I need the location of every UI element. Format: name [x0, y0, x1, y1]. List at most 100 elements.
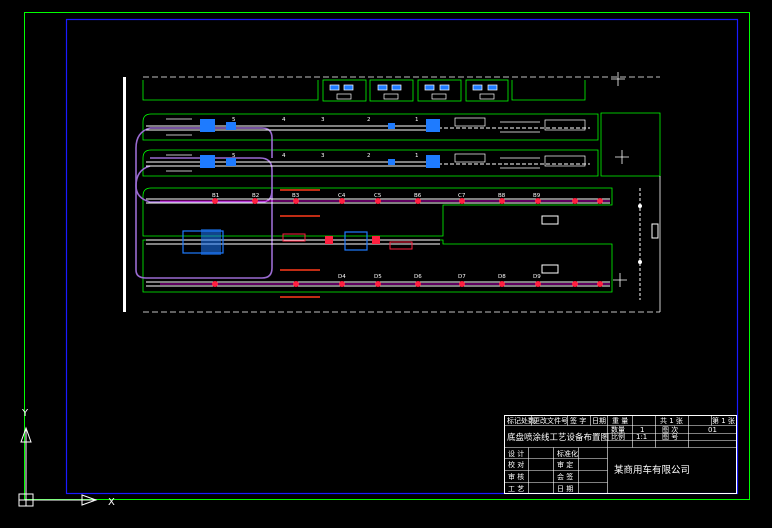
tb-scale-value: 1:1 [636, 433, 647, 441]
station-marker-lower-0 [212, 281, 218, 287]
line2-labels: 5 4 3 2 1 [232, 153, 419, 159]
left-rail [123, 77, 126, 312]
drawing-title: 底盘喷涂线工艺设备布置图 [507, 432, 609, 443]
tb-header-weight: 重 量 [612, 417, 628, 425]
station-marker-upper-10 [597, 198, 603, 204]
title-block: 标记处数 更改文件号 签 字 日期 重 量 共 1 张 第 1 张 底盘喷涂线工… [504, 415, 737, 494]
line1-labels: 5 4 3 2 1 [232, 117, 419, 123]
tb-header-sheet: 第 1 张 [712, 416, 735, 425]
company-name: 某商用车有限公司 [614, 464, 690, 476]
tb-header-sign: 签 字 [570, 416, 586, 425]
station-marker-lower-2 [339, 281, 345, 287]
top-room-2 [369, 79, 414, 102]
tb-role-countersign: 会 签 [557, 472, 573, 481]
line-devices [200, 119, 440, 168]
svg-text:4: 4 [282, 117, 286, 123]
station-area-lower [142, 239, 613, 293]
svg-text:3: 3 [321, 153, 325, 159]
station-marker-upper-5 [415, 198, 421, 204]
svg-text:3: 3 [321, 117, 325, 123]
station-marker-lower-9 [597, 281, 603, 287]
svg-text:1: 1 [415, 153, 419, 159]
inner-border [65, 18, 739, 495]
right-room [600, 112, 661, 177]
station-marker-lower-6 [499, 281, 505, 287]
tb-sheet-label: 图 次 [662, 425, 678, 434]
tb-role-process: 工 艺 [508, 485, 524, 493]
station-equipment [160, 189, 610, 298]
ucs-y-label: Y [21, 408, 29, 419]
station-marker-lower-7 [535, 281, 541, 287]
right-side-track [638, 188, 659, 300]
svg-text:D4: D4 [338, 274, 346, 280]
ucs-x-label: X [108, 497, 115, 508]
station-marker-upper-4 [375, 198, 381, 204]
station-marker-lower-3 [375, 281, 381, 287]
cross-markers [611, 72, 629, 287]
svg-text:C7: C7 [458, 193, 466, 199]
svg-text:B9: B9 [533, 193, 541, 199]
svg-text:D9: D9 [533, 274, 541, 280]
station-marker-upper-7 [499, 198, 505, 204]
top-right-room [511, 80, 586, 101]
line1-enclosure [142, 113, 599, 141]
tb-role-check: 校 对 [508, 460, 524, 469]
tb-role-std: 标准化 [557, 449, 578, 458]
svg-text:B6: B6 [414, 193, 422, 199]
station-marker-upper-0 [212, 198, 218, 204]
svg-text:B1: B1 [212, 193, 219, 199]
svg-text:B3: B3 [292, 193, 300, 199]
station-marker-lower-8 [572, 281, 578, 287]
top-room-4 [465, 79, 509, 102]
outer-border [24, 12, 750, 500]
svg-text:1: 1 [415, 117, 419, 123]
station-marker-lower-5 [459, 281, 465, 287]
svg-text:D7: D7 [458, 274, 466, 280]
svg-text:4: 4 [282, 153, 286, 159]
svg-text:C4: C4 [338, 193, 346, 199]
tb-role-review: 审 核 [508, 472, 524, 481]
svg-text:D8: D8 [498, 274, 506, 280]
station-labels-upper: B1 B2 B3 C4 C5 B6 C7 B8 B9 [212, 193, 541, 199]
top-room-3 [417, 79, 462, 102]
svg-text:D5: D5 [374, 274, 382, 280]
tb-header-marks: 标记处数 [507, 416, 535, 425]
svg-text:C5: C5 [374, 193, 382, 199]
svg-text:2: 2 [367, 153, 371, 159]
layout-plan [123, 72, 661, 313]
tb-qty-label: 数量 [611, 425, 625, 434]
tb-qty-value: 1 [640, 426, 644, 434]
svg-text:B2: B2 [252, 193, 259, 199]
tb-header-total: 共 1 张 [660, 416, 683, 425]
station-marker-upper-3 [339, 198, 345, 204]
svg-text:5: 5 [232, 153, 236, 159]
station-marker-upper-2 [293, 198, 299, 204]
station-area-upper [142, 187, 613, 237]
line-end-equipment [166, 117, 586, 172]
tb-header-date: 日期 [592, 417, 606, 425]
tb-role-date: 日 期 [557, 485, 573, 493]
station-markers [212, 198, 603, 287]
tb-role-design: 设 计 [508, 449, 524, 458]
svg-text:B8: B8 [498, 193, 506, 199]
tb-role-approve: 审 定 [557, 460, 573, 469]
station-marker-upper-9 [572, 198, 578, 204]
line2-enclosure [142, 149, 599, 177]
station-marker-lower-4 [415, 281, 421, 287]
station-marker-lower-1 [293, 281, 299, 287]
top-left-room [142, 80, 319, 101]
tb-code-label: 图 号 [662, 433, 678, 441]
top-room-equipment [329, 84, 498, 100]
svg-text:2: 2 [367, 117, 371, 123]
tb-scale-label: 比例 [611, 432, 625, 441]
station-labels-lower: D4 D5 D6 D7 D8 D9 [338, 274, 541, 280]
svg-text:5: 5 [232, 117, 236, 123]
top-room-1 [322, 79, 367, 102]
station-marker-upper-8 [535, 198, 541, 204]
station-marker-upper-1 [252, 198, 258, 204]
ucs-icon [18, 426, 98, 507]
tb-header-change: 更改文件号 [533, 416, 568, 425]
station-marker-upper-6 [459, 198, 465, 204]
tb-sheet-value: 01 [708, 426, 717, 434]
